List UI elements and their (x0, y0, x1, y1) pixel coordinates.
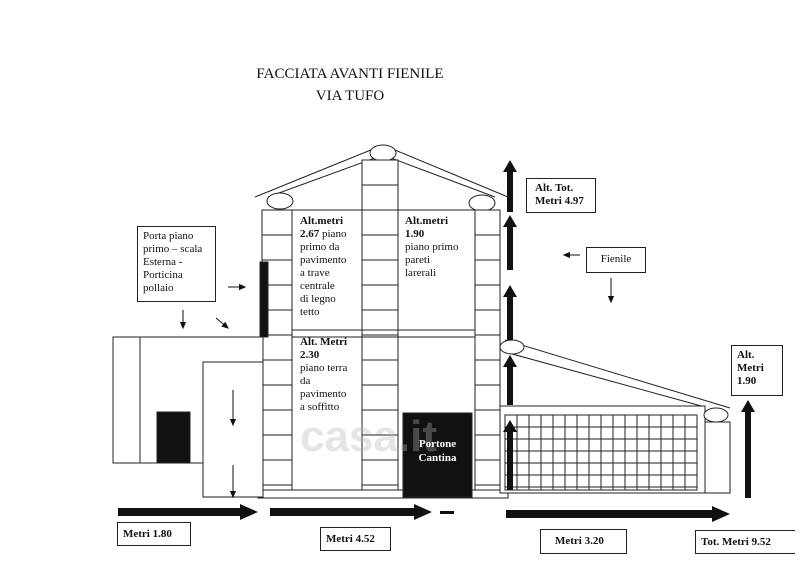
note-line: Metri (737, 362, 764, 374)
note-line: piano (322, 228, 347, 240)
length-arrow-icon (270, 504, 432, 520)
note-line: da (300, 375, 311, 387)
note-line: Alt. (737, 349, 755, 361)
note-line: 1.90 (737, 375, 757, 387)
note-line: 1.90 (405, 228, 425, 240)
note-line: piano terra (300, 362, 348, 374)
height-arrow-icon (503, 285, 517, 340)
main-building (113, 159, 730, 499)
dimension-3: Metri 3.20 (540, 529, 627, 554)
porticina-door (156, 411, 191, 464)
height-arrow-icon (503, 355, 517, 405)
first-floor-center-note: Alt.metri 2.67 piano primo da pavimento … (300, 215, 346, 319)
note-line: di legno (300, 293, 336, 305)
length-arrow-icon (506, 506, 730, 522)
note-line: Alt.metri (405, 215, 449, 227)
note-line: larerali (405, 267, 437, 279)
length-arrow-icon (118, 504, 258, 520)
note-line: tetto (300, 306, 320, 318)
arrowhead-icon (221, 321, 229, 329)
alt-shed-note: Alt. Metri 1.90 (731, 345, 783, 396)
note-line: Portone (418, 438, 457, 450)
dimension-total: Tot. Metri 9.52 (695, 530, 795, 554)
ground-floor-note: Alt. Metri 2.30 piano terra da pavimento… (300, 336, 347, 414)
note-line: Alt.metri (300, 215, 344, 227)
height-arrow-icon (741, 400, 755, 498)
portone-cantina-door (402, 412, 473, 498)
note-line: Porta piano (143, 230, 194, 242)
dash (440, 511, 454, 514)
dimension-1: Metri 1.80 (117, 522, 191, 546)
fienile-note: Fienile (586, 247, 646, 273)
arrowhead-icon (229, 490, 237, 499)
main-roof (254, 144, 509, 212)
note-line: Alt. Metri (300, 336, 348, 348)
portone-cantina-label: Portone Cantina (403, 437, 472, 465)
arrowhead-icon (229, 418, 237, 427)
note-line: piano primo (405, 241, 459, 253)
note-line: a trave (300, 267, 330, 279)
note-line: pavimento (300, 388, 347, 400)
note-line: 2.67 (300, 228, 320, 240)
note-line: Esterna - (143, 256, 183, 268)
note-line: primo – scala (143, 243, 203, 255)
note-line: centrale (300, 280, 335, 292)
watermark: casa.it (300, 412, 437, 461)
title-line-1: FACCIATA AVANTI FIENILE (256, 66, 444, 82)
title-line-2: VIA TUFO (315, 88, 385, 104)
left-annex (112, 261, 269, 498)
height-arrow-icon (503, 420, 517, 490)
porta-note: Porta piano primo – scala Esterna - Port… (137, 226, 216, 302)
note-line: Cantina (418, 452, 457, 464)
first-floor-side-note: Alt.metri 1.90 piano primo pareti larera… (405, 215, 458, 280)
note-line: pareti (405, 254, 431, 266)
upper-door (259, 261, 269, 338)
note-line: Porticina (143, 269, 183, 281)
note-line: Alt. Tot. (535, 182, 574, 194)
arrowhead-icon (562, 251, 571, 259)
height-arrow-icon (503, 215, 517, 270)
arrowhead-icon (607, 295, 615, 304)
arrowhead-icon (238, 283, 247, 291)
note-line: pavimento (300, 254, 347, 266)
note-line: primo da (300, 241, 340, 253)
shed (499, 339, 731, 494)
note-line: a soffitto (300, 401, 340, 413)
note-line: 2.30 (300, 349, 320, 361)
dimension-2: Metri 4.52 (320, 527, 391, 551)
arrowhead-icon (179, 321, 187, 330)
height-arrow-icon (503, 160, 517, 212)
alt-tot-note: Alt. Tot. Metri 4.97 (526, 178, 596, 213)
note-line: pollaio (143, 282, 174, 294)
note-line: Metri 4.97 (535, 195, 584, 207)
